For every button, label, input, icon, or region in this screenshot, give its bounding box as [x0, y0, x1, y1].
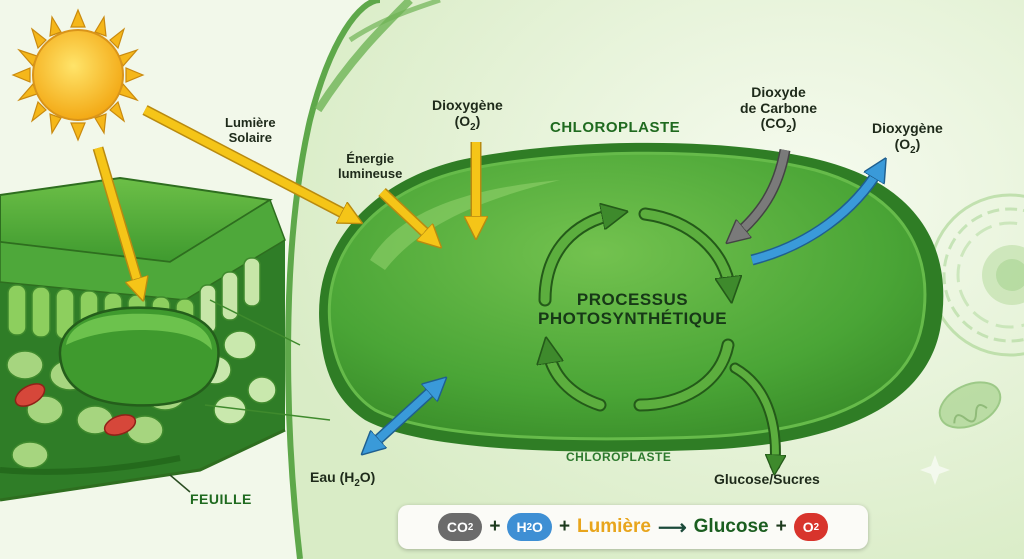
- plus-sign: +: [489, 516, 501, 537]
- glucose-label: Glucose/Sucres: [714, 471, 820, 487]
- plus-sign: +: [558, 516, 571, 537]
- oxygen-out-label: Dioxygène(O2): [872, 120, 943, 156]
- plus-sign: +: [775, 516, 787, 537]
- co2-arrow: [735, 149, 791, 236]
- water-label: Eau (H2O): [310, 469, 376, 489]
- chloroplast-title: CHLOROPLASTE: [550, 119, 681, 136]
- chloroplast-bottom-label: CHLOROPLASTE: [566, 450, 672, 464]
- leaf-chloroplast-icon: [58, 306, 220, 407]
- sun-icon: [11, 8, 145, 142]
- plant-cell-icon: [928, 193, 1024, 357]
- water-arrow: [370, 385, 438, 447]
- mitochondrion-icon: [938, 381, 1002, 429]
- o2-out-arrow: [750, 168, 880, 266]
- glucose-term: Glucose: [693, 516, 769, 537]
- yields-arrow-icon: ⟶: [657, 516, 687, 539]
- leaf-label: FEUILLE: [190, 491, 252, 507]
- light-arrows: [92, 105, 476, 290]
- light-term: Lumière: [577, 516, 651, 537]
- oxygen-in-label: Dioxygène(O2): [432, 97, 503, 133]
- photosynthesis-cycle-arrows: [545, 214, 775, 465]
- sparkle-icon: [920, 455, 950, 485]
